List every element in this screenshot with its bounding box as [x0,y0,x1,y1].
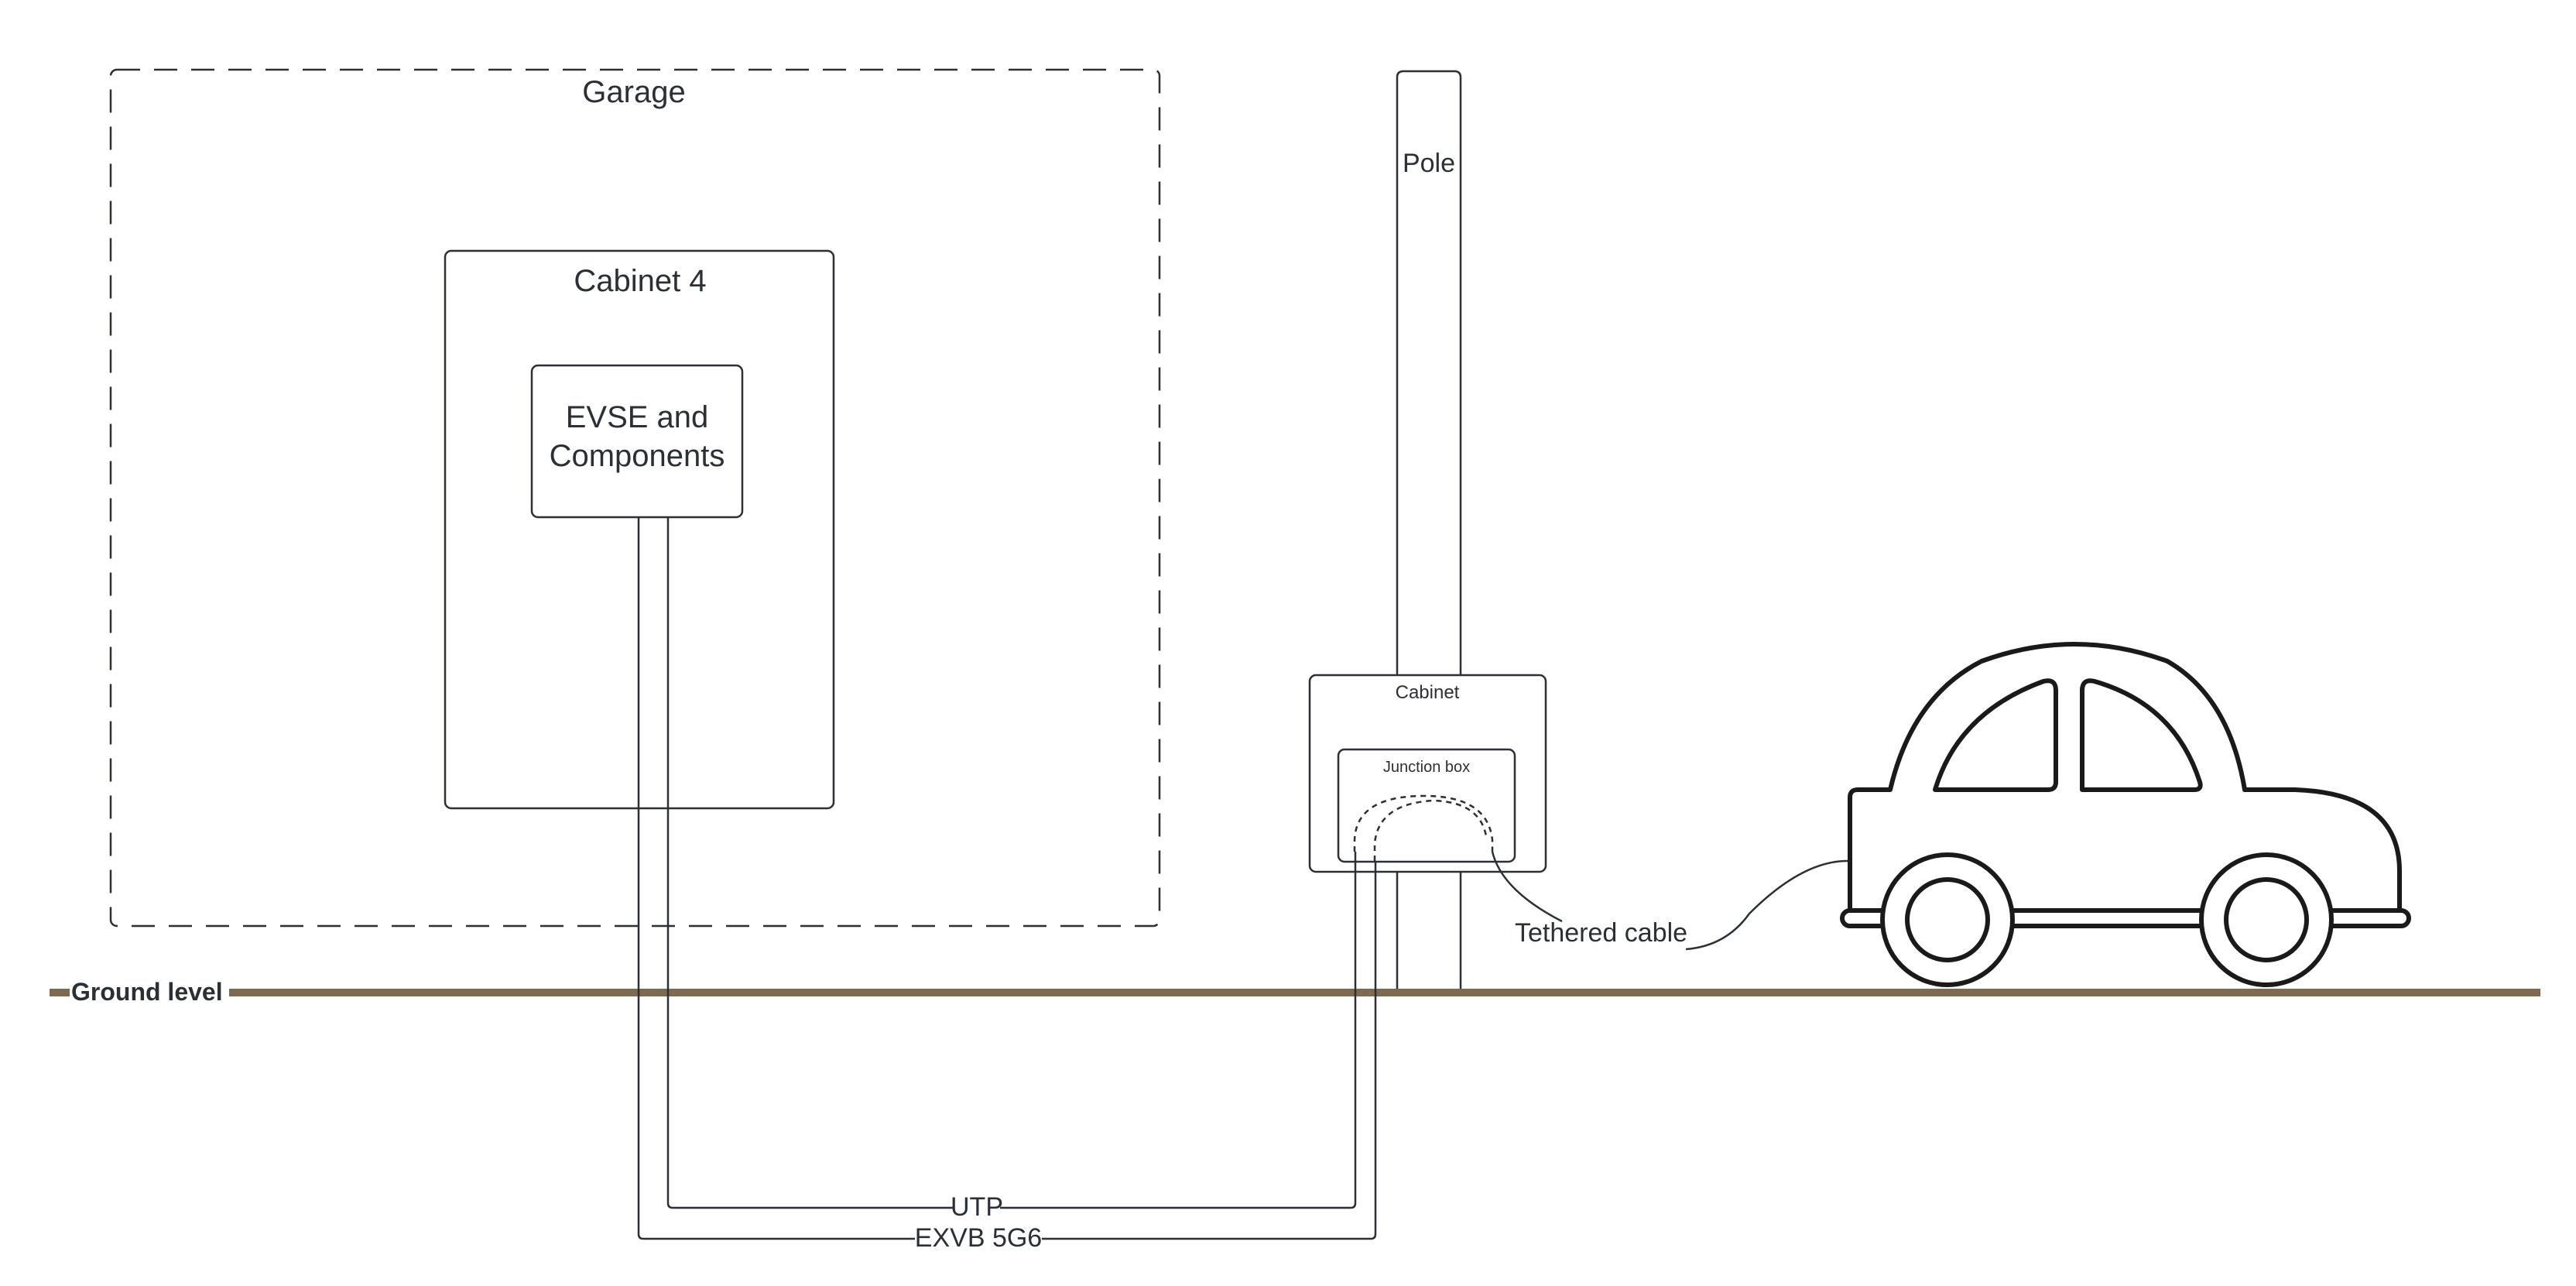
evse-box [530,364,744,519]
pole-group: Pole [1396,70,1462,991]
exvb-label-bg [915,1223,1042,1250]
car-window-rear [2080,678,2203,792]
car-hubcap-rear [2224,877,2309,962]
evse-label-line2: Components [550,439,725,473]
garage-label: Garage [582,75,685,109]
pole-upper [1396,70,1462,675]
car-body-outline [1848,642,2402,924]
cables-group: UTP EXVB 5G6 [637,517,1377,1253]
ground-label-bg [70,974,229,1010]
tethered-cable-to-box [1491,851,1563,923]
car-wheel-front [1880,852,2015,987]
utp-cable [666,517,1357,1209]
tethered-cable-group: Tethered cable [1491,851,1851,951]
garage-boundary [109,68,1161,928]
utp-loop-dashed [1353,794,1494,852]
car-icon [1840,642,2411,987]
cabinet-label: Cabinet [1396,682,1460,703]
tethered-cable-to-car [1685,859,1851,951]
junction-box-label: Junction box [1383,759,1470,776]
exvb-loop-dashed [1373,799,1488,861]
evse-group: EVSE and Components [530,364,744,519]
utp-label: UTP [951,1192,1003,1222]
cabinet4-label: Cabinet 4 [574,264,706,298]
exvb-label: EXVB 5G6 [915,1223,1042,1253]
cabinet4-group: Cabinet 4 [444,249,835,810]
evse-label-line1: EVSE and [566,400,709,434]
junction-box-group: Junction box [1337,748,1516,863]
junction-box [1337,748,1516,863]
ground-group: Ground level [50,974,2540,1010]
utp-label-bg [954,1192,1000,1219]
car-window-front [1933,678,2058,792]
car-wheel-rear [2199,852,2334,987]
garage-group: Garage [109,68,1161,928]
ground-level-label: Ground level [71,978,223,1006]
tethered-cable-label: Tethered cable [1515,918,1687,948]
car-hubcap-front [1905,877,1990,962]
exvb-cable [637,517,1377,1240]
pole-label: Pole [1403,149,1455,178]
